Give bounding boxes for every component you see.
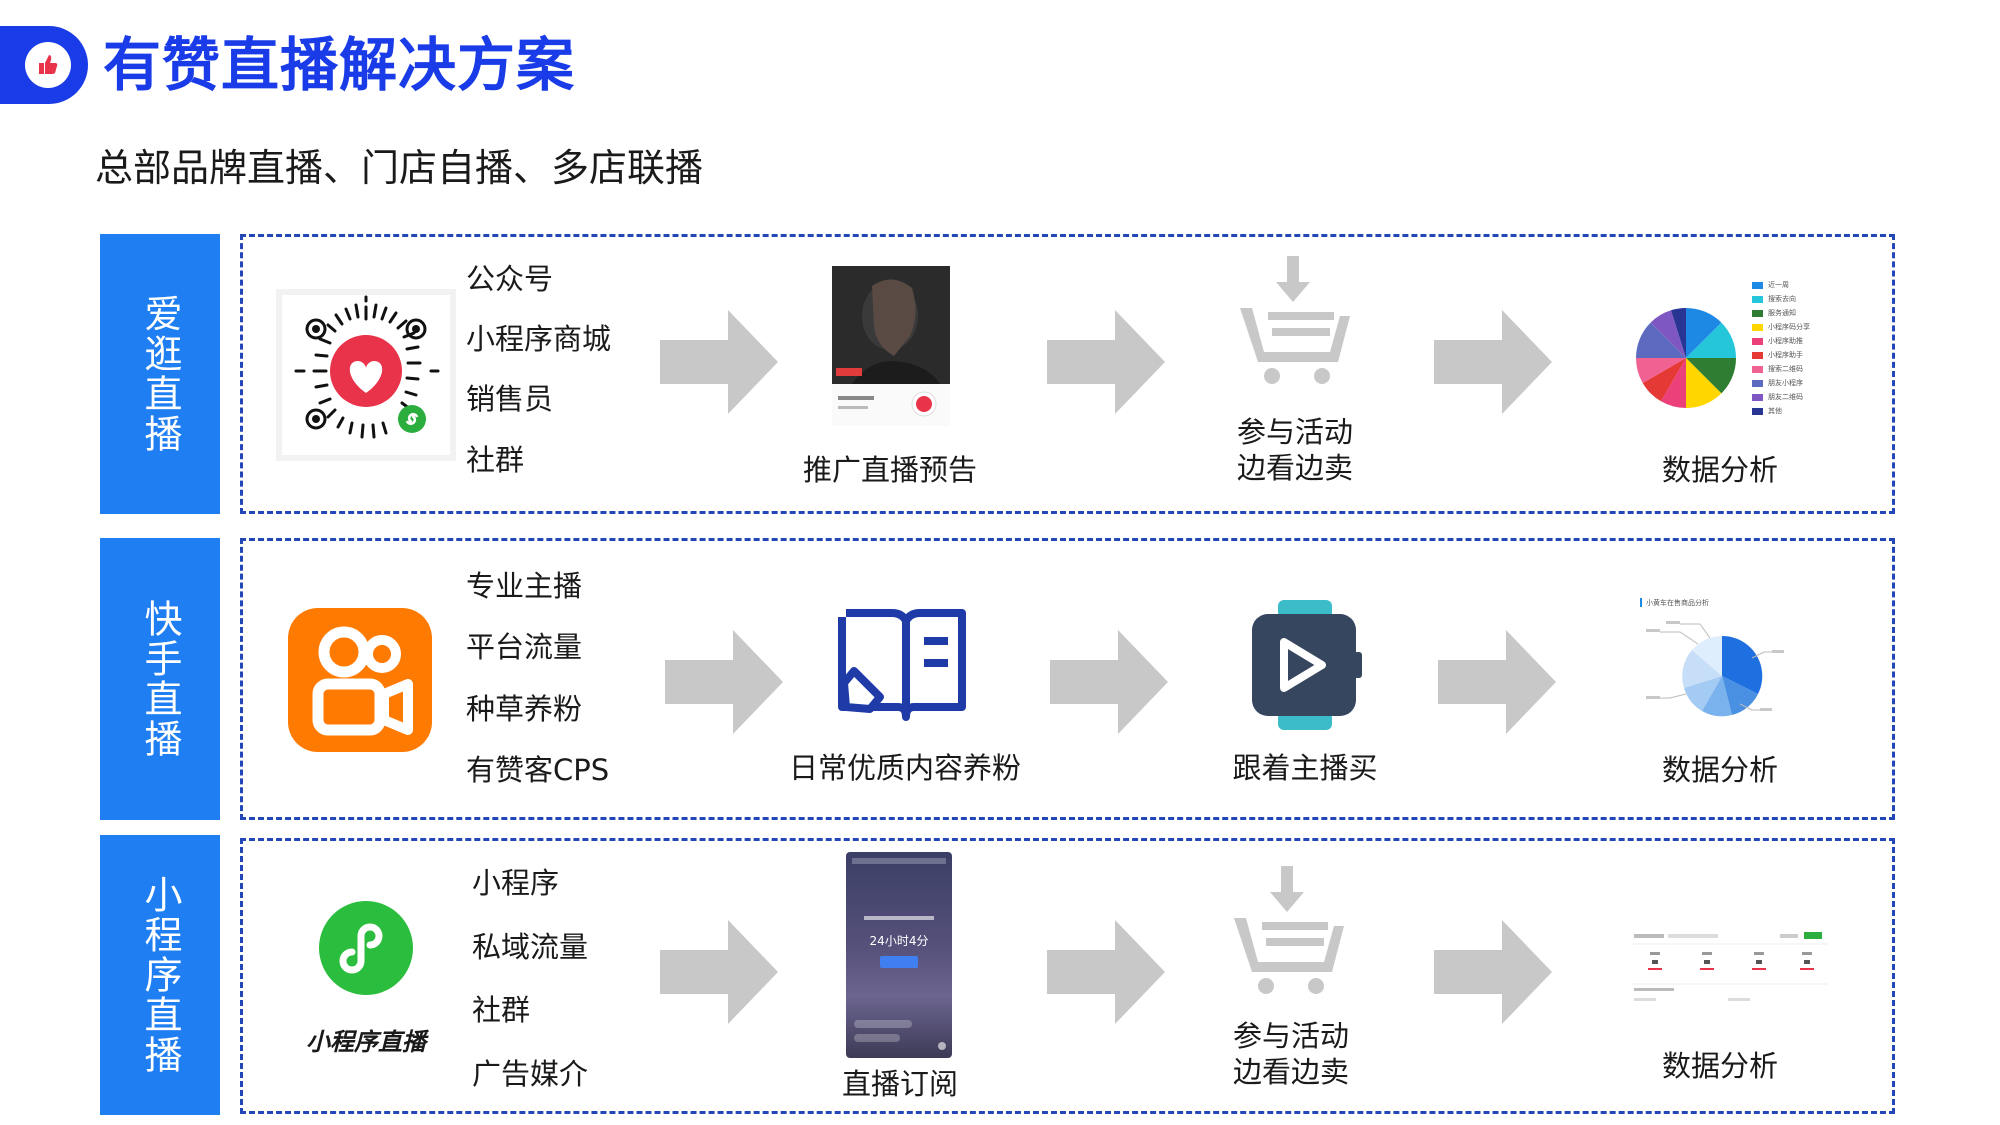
live-subscribe-phone: 24小时4分 — [846, 852, 952, 1058]
arrow-right-icon — [1047, 920, 1165, 1024]
arrow-right-icon — [1438, 630, 1556, 734]
arrow-right-icon — [660, 920, 778, 1024]
step-caption: 参与活动 边看边卖 — [1232, 1019, 1349, 1089]
channel-list-aiguang: 公众号 小程序商城 销售员 社群 — [466, 256, 636, 486]
channel-item: 种草养粉 — [466, 692, 583, 726]
pie-chart-icon — [1635, 307, 1737, 409]
row-box-miniprogram — [240, 838, 1895, 1114]
arrow-right-icon — [1047, 310, 1165, 414]
arrow-right-icon — [1434, 310, 1552, 414]
arrow-right-icon — [660, 310, 778, 414]
legend-item: 近一周 — [1752, 278, 1810, 292]
cart-icon — [1234, 866, 1344, 994]
page-subtitle: 总部品牌直播、门店自播、多店联播 — [95, 146, 704, 190]
legend-item: 搜索二维码 — [1752, 362, 1810, 376]
thumbs-up-icon — [25, 42, 71, 88]
channel-item: 社群 — [466, 443, 525, 477]
qr-code-icon — [276, 289, 456, 461]
channel-item: 私域流量 — [472, 930, 589, 964]
mini-program-logo-icon — [319, 901, 413, 995]
row-box-kuaishou — [240, 538, 1895, 820]
legend-item: 小程序助手 — [1752, 348, 1810, 362]
channel-item: 平台流量 — [466, 630, 583, 664]
mini-program-logo-text: 小程序直播 — [306, 1028, 426, 1056]
countdown-text: 24小时4分 — [869, 934, 929, 948]
row-label-miniprogram: 小程序直播 — [100, 835, 220, 1115]
kuaishou-logo-icon — [288, 608, 432, 752]
step-caption: 参与活动 边看边卖 — [1236, 415, 1353, 485]
dashboard-icon — [1632, 932, 1828, 1012]
book-pen-icon — [838, 609, 966, 721]
row-label-kuaishou: 快手直播 — [100, 538, 220, 820]
cart-icon — [1240, 256, 1350, 384]
header-tab — [0, 26, 88, 104]
legend-item: 服务通知 — [1752, 306, 1810, 320]
channel-item: 公众号 — [466, 262, 554, 296]
channel-list-miniprogram: 小程序 私域流量 社群 广告媒介 — [472, 860, 642, 1100]
step-caption: 推广直播预告 — [802, 453, 977, 487]
arrow-right-icon — [665, 630, 783, 734]
row-label-aiguang: 爱逛直播 — [100, 234, 220, 514]
legend-item: 搜索去向 — [1752, 292, 1810, 306]
arrow-right-icon — [1434, 920, 1552, 1024]
channel-item: 社群 — [472, 993, 531, 1027]
row-box-aiguang — [240, 234, 1895, 514]
channel-item: 小程序 — [472, 866, 560, 900]
legend-item: 小程序助推 — [1752, 334, 1810, 348]
step-caption: 日常优质内容养粉 — [788, 751, 1021, 785]
pie2-title: 小黄车在售商品分析 — [1646, 599, 1709, 607]
legend-item: 小程序码分享 — [1752, 320, 1810, 334]
channel-item: 销售员 — [466, 382, 554, 416]
step-caption: 数据分析 — [1661, 453, 1778, 487]
subscribe-button — [880, 956, 918, 968]
step-caption: 数据分析 — [1661, 1049, 1778, 1083]
legend-item: 其他 — [1752, 404, 1810, 418]
legend-item: 朋友二维码 — [1752, 390, 1810, 404]
channel-item: 有赞客CPS — [466, 753, 610, 787]
step-caption: 直播订阅 — [841, 1067, 958, 1101]
step-caption: 跟着主播买 — [1232, 751, 1378, 785]
watch-play-icon — [1252, 600, 1362, 730]
arrow-right-icon — [1050, 630, 1168, 734]
step-caption: 数据分析 — [1661, 753, 1778, 787]
channel-list-kuaishou: 专业主播 平台流量 种草养粉 有赞客CPS — [466, 563, 656, 793]
legend-item: 朋友小程序 — [1752, 376, 1810, 390]
channel-item: 专业主播 — [466, 569, 583, 603]
live-preview-poster — [832, 266, 950, 426]
page-title: 有赞直播解决方案 — [103, 31, 576, 99]
channel-item: 广告媒介 — [472, 1057, 589, 1091]
channel-item: 小程序商城 — [466, 322, 612, 356]
pie-legend: 近一周 搜索去向 服务通知 小程序码分享 小程序助推 小程序助手 搜索二维码 朋… — [1752, 278, 1810, 418]
pie-chart-thumbnail: 小黄车在售商品分析 — [1640, 598, 1800, 728]
